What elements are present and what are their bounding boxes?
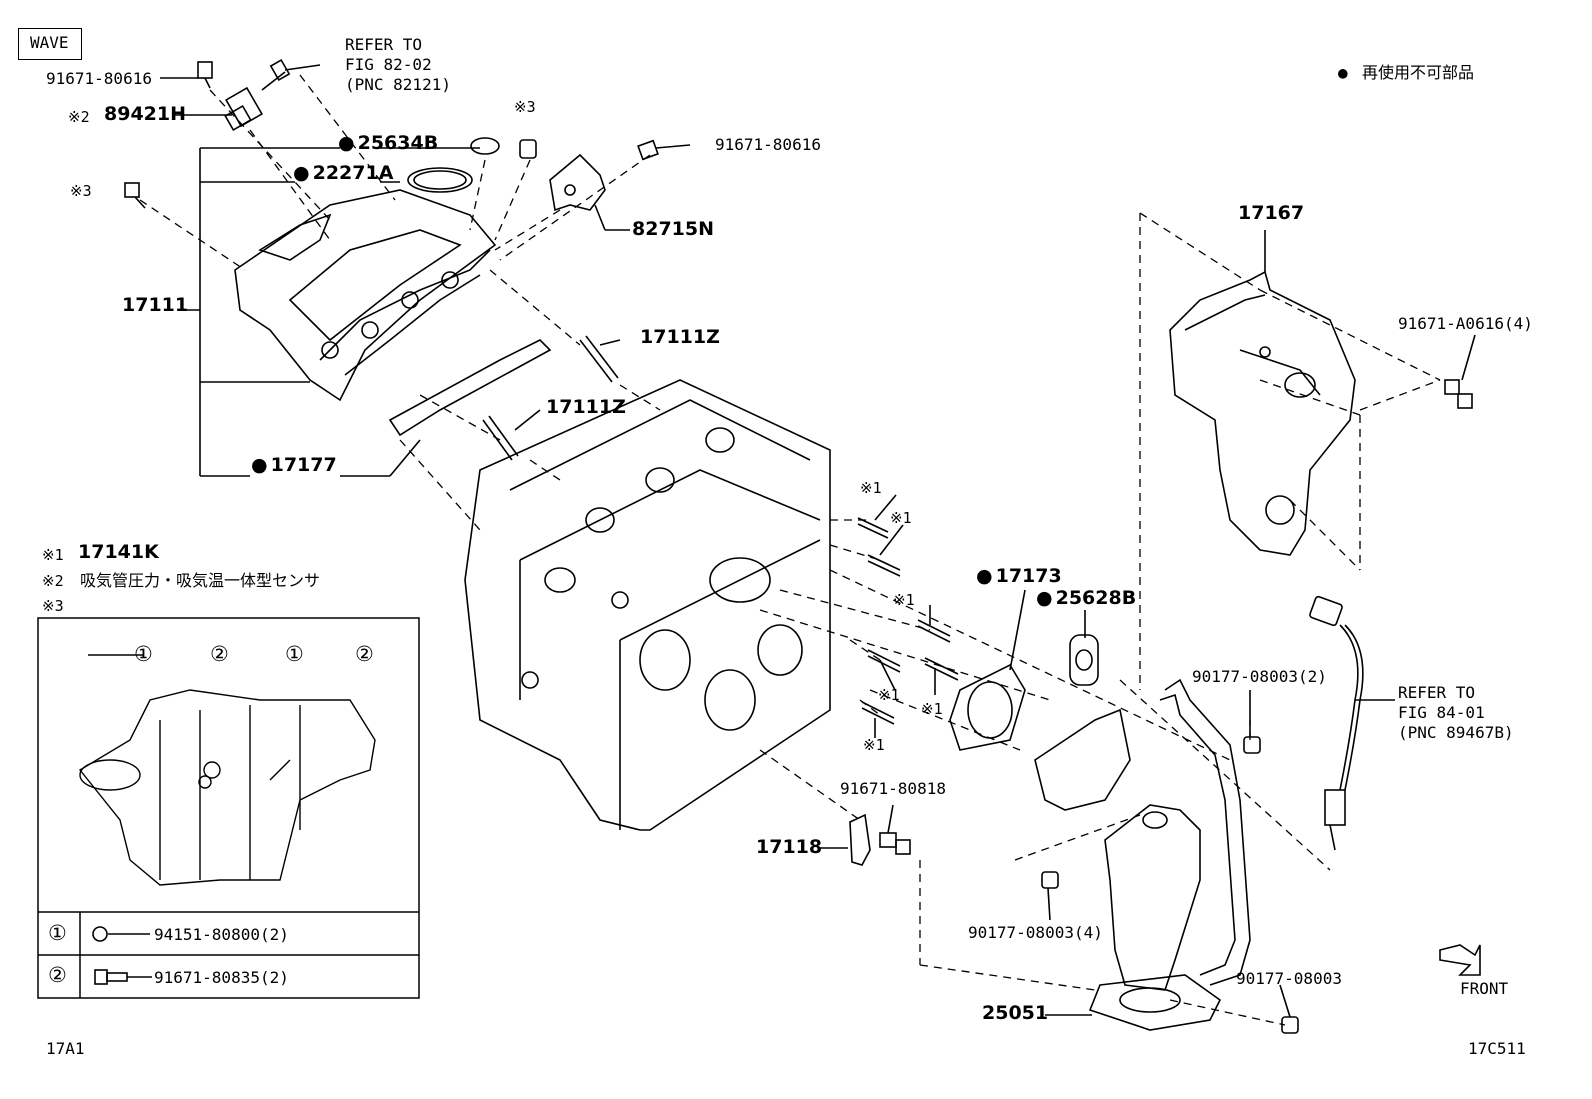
note-mark-2: ※2: [68, 108, 90, 126]
part-label-91671-80818: 91671-80818: [840, 779, 946, 798]
part-label-90177-08003: 90177-08003: [1236, 969, 1342, 988]
map-sensor-sketch: [224, 58, 321, 132]
note-mark-1-d: ※1: [878, 686, 900, 704]
part-label-17111: 17111: [122, 294, 189, 316]
refer-1-line2: FIG 82-02: [345, 55, 432, 74]
note-mark-3-b: ※3: [70, 182, 92, 200]
heat-insulator-sketch: [1169, 270, 1356, 556]
exhaust-manifold-sketch: [1034, 678, 1251, 1031]
part-label-25051: 25051: [982, 1002, 1049, 1024]
inset-row-2-key: ②: [48, 963, 67, 987]
note-mark-1-b: ※1: [890, 509, 912, 527]
inset-manifold-sketch: [78, 689, 376, 886]
inset-table-lines: [37, 617, 420, 999]
part-label-91671-a0616: 91671-A0616(4): [1398, 314, 1533, 333]
part-label-90177-08003-4: 90177-08003(4): [968, 923, 1103, 942]
note-mark-1-f: ※1: [863, 736, 885, 754]
part-label-17118: 17118: [756, 836, 823, 858]
part-label-89421h: 89421H: [104, 103, 187, 125]
note-1-text: 17141K: [78, 541, 159, 563]
inset-callout-1a: ①: [134, 642, 153, 666]
bracket-17118-sketch: [818, 813, 871, 866]
part-label-91671-80616-a: 91671-80616: [46, 69, 152, 88]
note-mark-1-a: ※1: [860, 479, 882, 497]
wave-tag: [18, 28, 82, 60]
wave-tag-text: WAVE: [30, 33, 69, 52]
footer-left-code: 17A1: [46, 1039, 85, 1058]
part-label-17173: 17173: [976, 567, 1062, 586]
group-bracket: [182, 147, 480, 477]
refer-2-line3: (PNC 89467B): [1398, 723, 1514, 742]
stud-sketches: [482, 335, 959, 725]
refer-2-line2: FIG 84-01: [1398, 703, 1485, 722]
part-label-25628b: 25628B: [1036, 589, 1137, 608]
part-label-90177-08003-2: 90177-08003(2): [1192, 667, 1327, 686]
note-mark-3-a: ※3: [514, 98, 536, 116]
refer-2-line1: REFER TO: [1398, 683, 1476, 702]
note-3-mark: ※3: [42, 597, 64, 615]
legend-text: 再使用不可部品: [1362, 63, 1475, 82]
refer-1-line3: (PNC 82121): [345, 75, 451, 94]
inset-hardware: [92, 926, 152, 985]
part-label-17177: 17177: [251, 456, 337, 475]
part-label-17111z-a: 17111Z: [640, 326, 720, 348]
note-1-mark: ※1: [42, 546, 64, 564]
inset-callout-2b: ②: [355, 642, 374, 666]
part-label-25634b: 25634B: [338, 134, 439, 153]
legend-marker: ●: [1338, 63, 1348, 82]
refer-1-line1: REFER TO: [345, 35, 423, 54]
note-2-mark: ※2: [42, 572, 64, 590]
label-leaders: [160, 77, 1476, 1018]
part-label-91671-80616-b: 91671-80616: [715, 135, 821, 154]
part-label-22271a: 22271A: [293, 164, 394, 183]
o2-sensor-sketch: [1309, 595, 1395, 851]
note-mark-1-c: ※1: [893, 591, 915, 609]
front-arrow-icon: [1439, 944, 1481, 976]
bracket-sketch: [549, 153, 630, 231]
inset-row-1-key: ①: [48, 921, 67, 945]
inset-callout-1b: ①: [285, 642, 304, 666]
part-label-82715n: 82715N: [632, 218, 715, 240]
gasket-sketches: [388, 137, 1099, 751]
intake-manifold-sketch: [234, 189, 497, 402]
inset-callout-2a: ②: [210, 642, 229, 666]
note-mark-1-e: ※1: [921, 700, 943, 718]
part-label-17167: 17167: [1238, 202, 1305, 224]
inset-row-1-part: 94151-80800(2): [154, 925, 289, 944]
note-2-text: 吸気管圧力・吸気温一体型センサ: [80, 571, 321, 590]
footer-right-code: 17C511: [1468, 1039, 1526, 1058]
inset-row-2-part: 91671-80835(2): [154, 968, 289, 987]
part-label-17111z-b: 17111Z: [546, 396, 626, 418]
front-label: FRONT: [1460, 979, 1509, 998]
cylinder-head-sketch: [464, 379, 831, 831]
